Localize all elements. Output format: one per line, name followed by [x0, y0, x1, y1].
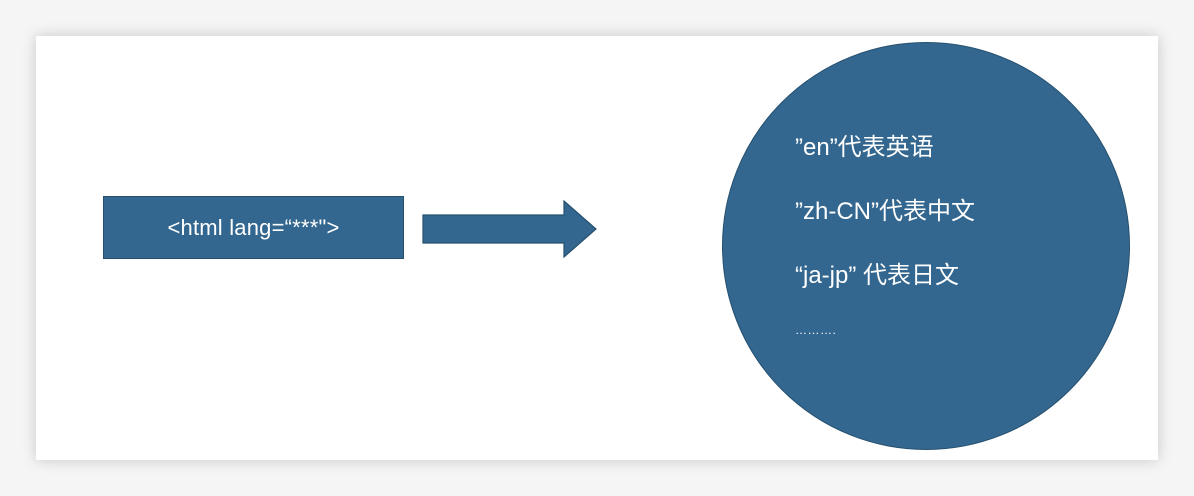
html-lang-code-text: <html lang=“***"> [167, 214, 340, 240]
lang-english-line: ”en”代表英语 [795, 134, 934, 161]
lang-chinese-line: ”zh-CN”代表中文 [795, 198, 975, 225]
language-codes-circle: ”en”代表英语 ”zh-CN”代表中文 “ja-jp” 代表日文 ………. [722, 42, 1130, 450]
html-lang-code-box: <html lang=“***"> [103, 196, 404, 259]
more-ellipsis: ………. [795, 323, 837, 337]
slide: <html lang=“***"> ”en”代表英语 ”zh-CN”代表中文 “… [36, 36, 1158, 460]
right-arrow-icon [422, 200, 597, 258]
lang-japanese-line: “ja-jp” 代表日文 [795, 262, 960, 289]
arrow-shape [422, 200, 597, 258]
